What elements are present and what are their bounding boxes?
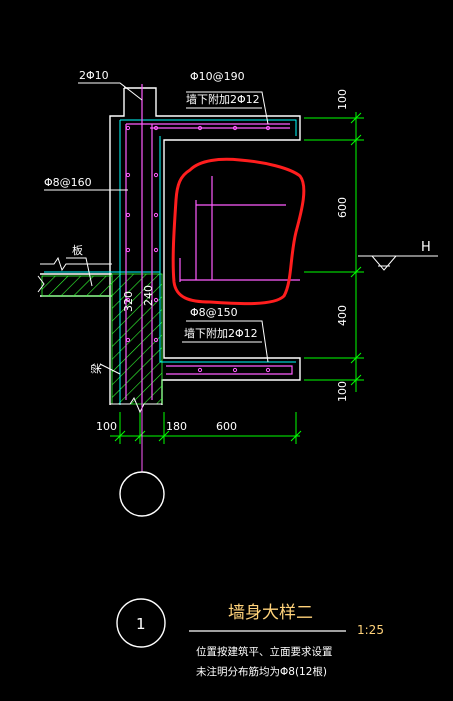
detail-number-circle: [116, 598, 166, 648]
dim-v-100-top: 100: [336, 89, 349, 110]
dim-320: 320: [122, 291, 135, 312]
top-additional-label: 墙下附加2Φ12: [186, 92, 260, 106]
leaders: [44, 82, 269, 375]
dim-h-100: 100: [96, 420, 117, 433]
cyan-outline: [44, 119, 297, 405]
bottom-additional-label: 墙下附加2Φ12: [184, 326, 258, 340]
red-highlight-circle: [171, 157, 306, 306]
dim-v-600: 600: [336, 197, 349, 218]
elevation-marker: [358, 255, 438, 271]
dim-240: 240: [142, 285, 155, 306]
detail-number: 1: [136, 615, 146, 633]
elevation-label: H: [421, 240, 431, 255]
dim-v-400: 400: [336, 305, 349, 326]
rebar-dots: [125, 125, 271, 373]
detail-scale: 1:25: [357, 623, 384, 637]
axis-line: [119, 405, 165, 517]
note-line-2: 未注明分布筋均为Φ8(12根): [196, 665, 327, 678]
wall-distribution-label: Φ8@160: [44, 176, 92, 189]
slab-label: 板: [72, 243, 83, 257]
beam-label: 梁: [89, 363, 103, 374]
note-line-1: 位置按建筑平、立面要求设置: [196, 645, 333, 658]
detail-title: 墙身大样二: [228, 603, 313, 623]
vertical-dimension-chain: [304, 112, 364, 392]
title-block: [116, 598, 346, 648]
top-bar-label: 2Φ10: [79, 69, 109, 82]
dim-h-600: 600: [216, 420, 237, 433]
dim-h-180: 180: [166, 420, 187, 433]
axis-bubble: [119, 471, 165, 517]
hatched-concrete: [37, 256, 163, 405]
dim-v-100-bottom: 100: [336, 381, 349, 402]
rebar: [125, 84, 300, 405]
horizontal-dimension-chain: [110, 412, 302, 444]
stirrup-top-label: Φ10@190: [190, 70, 245, 83]
bottom-break-line: [110, 396, 162, 414]
stirrup-bottom-label: Φ8@150: [190, 306, 238, 319]
